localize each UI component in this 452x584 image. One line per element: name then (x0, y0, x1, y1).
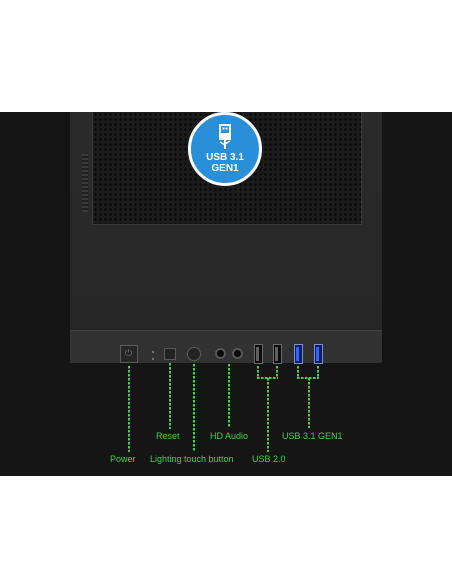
power-led (152, 351, 154, 353)
lead-usb31-a (297, 366, 299, 378)
side-vent (82, 154, 88, 212)
lead-lighting (193, 364, 195, 452)
label-lighting: Lighting touch button (150, 454, 234, 464)
power-button[interactable]: ⏻ (120, 345, 138, 363)
lead-usb2-a (257, 366, 259, 378)
lead-audio (228, 364, 230, 428)
lighting-touch-button[interactable] (187, 347, 201, 361)
usb2-port-2[interactable] (273, 344, 282, 364)
usb31-port-1[interactable] (294, 344, 303, 364)
label-usb2: USB 2.0 (252, 454, 286, 464)
usb2-port-1[interactable] (254, 344, 263, 364)
badge-line2: GEN1 (211, 163, 239, 174)
usb31-badge: USB 3.1 GEN1 (188, 112, 262, 186)
hdd-led (152, 358, 154, 360)
lead-usb31-b (317, 366, 319, 378)
badge-text: USB 3.1 GEN1 (206, 152, 244, 174)
lead-usb2-b (276, 366, 278, 378)
usb31-port-2[interactable] (314, 344, 323, 364)
lead-usb31 (308, 378, 310, 428)
label-usb31: USB 3.1 GEN1 (282, 431, 343, 441)
usb-icon (219, 124, 231, 149)
label-reset: Reset (156, 431, 180, 441)
reset-button[interactable] (164, 348, 176, 360)
label-power: Power (110, 454, 136, 464)
power-icon: ⏻ (125, 348, 133, 358)
lead-reset (169, 363, 171, 429)
badge-line1: USB 3.1 (206, 152, 244, 163)
lead-power (128, 366, 130, 452)
front-io-panel (70, 330, 382, 363)
mic-jack[interactable] (232, 348, 243, 359)
label-hd-audio: HD Audio (210, 431, 249, 441)
headphone-jack[interactable] (215, 348, 226, 359)
lead-usb2 (267, 378, 269, 452)
